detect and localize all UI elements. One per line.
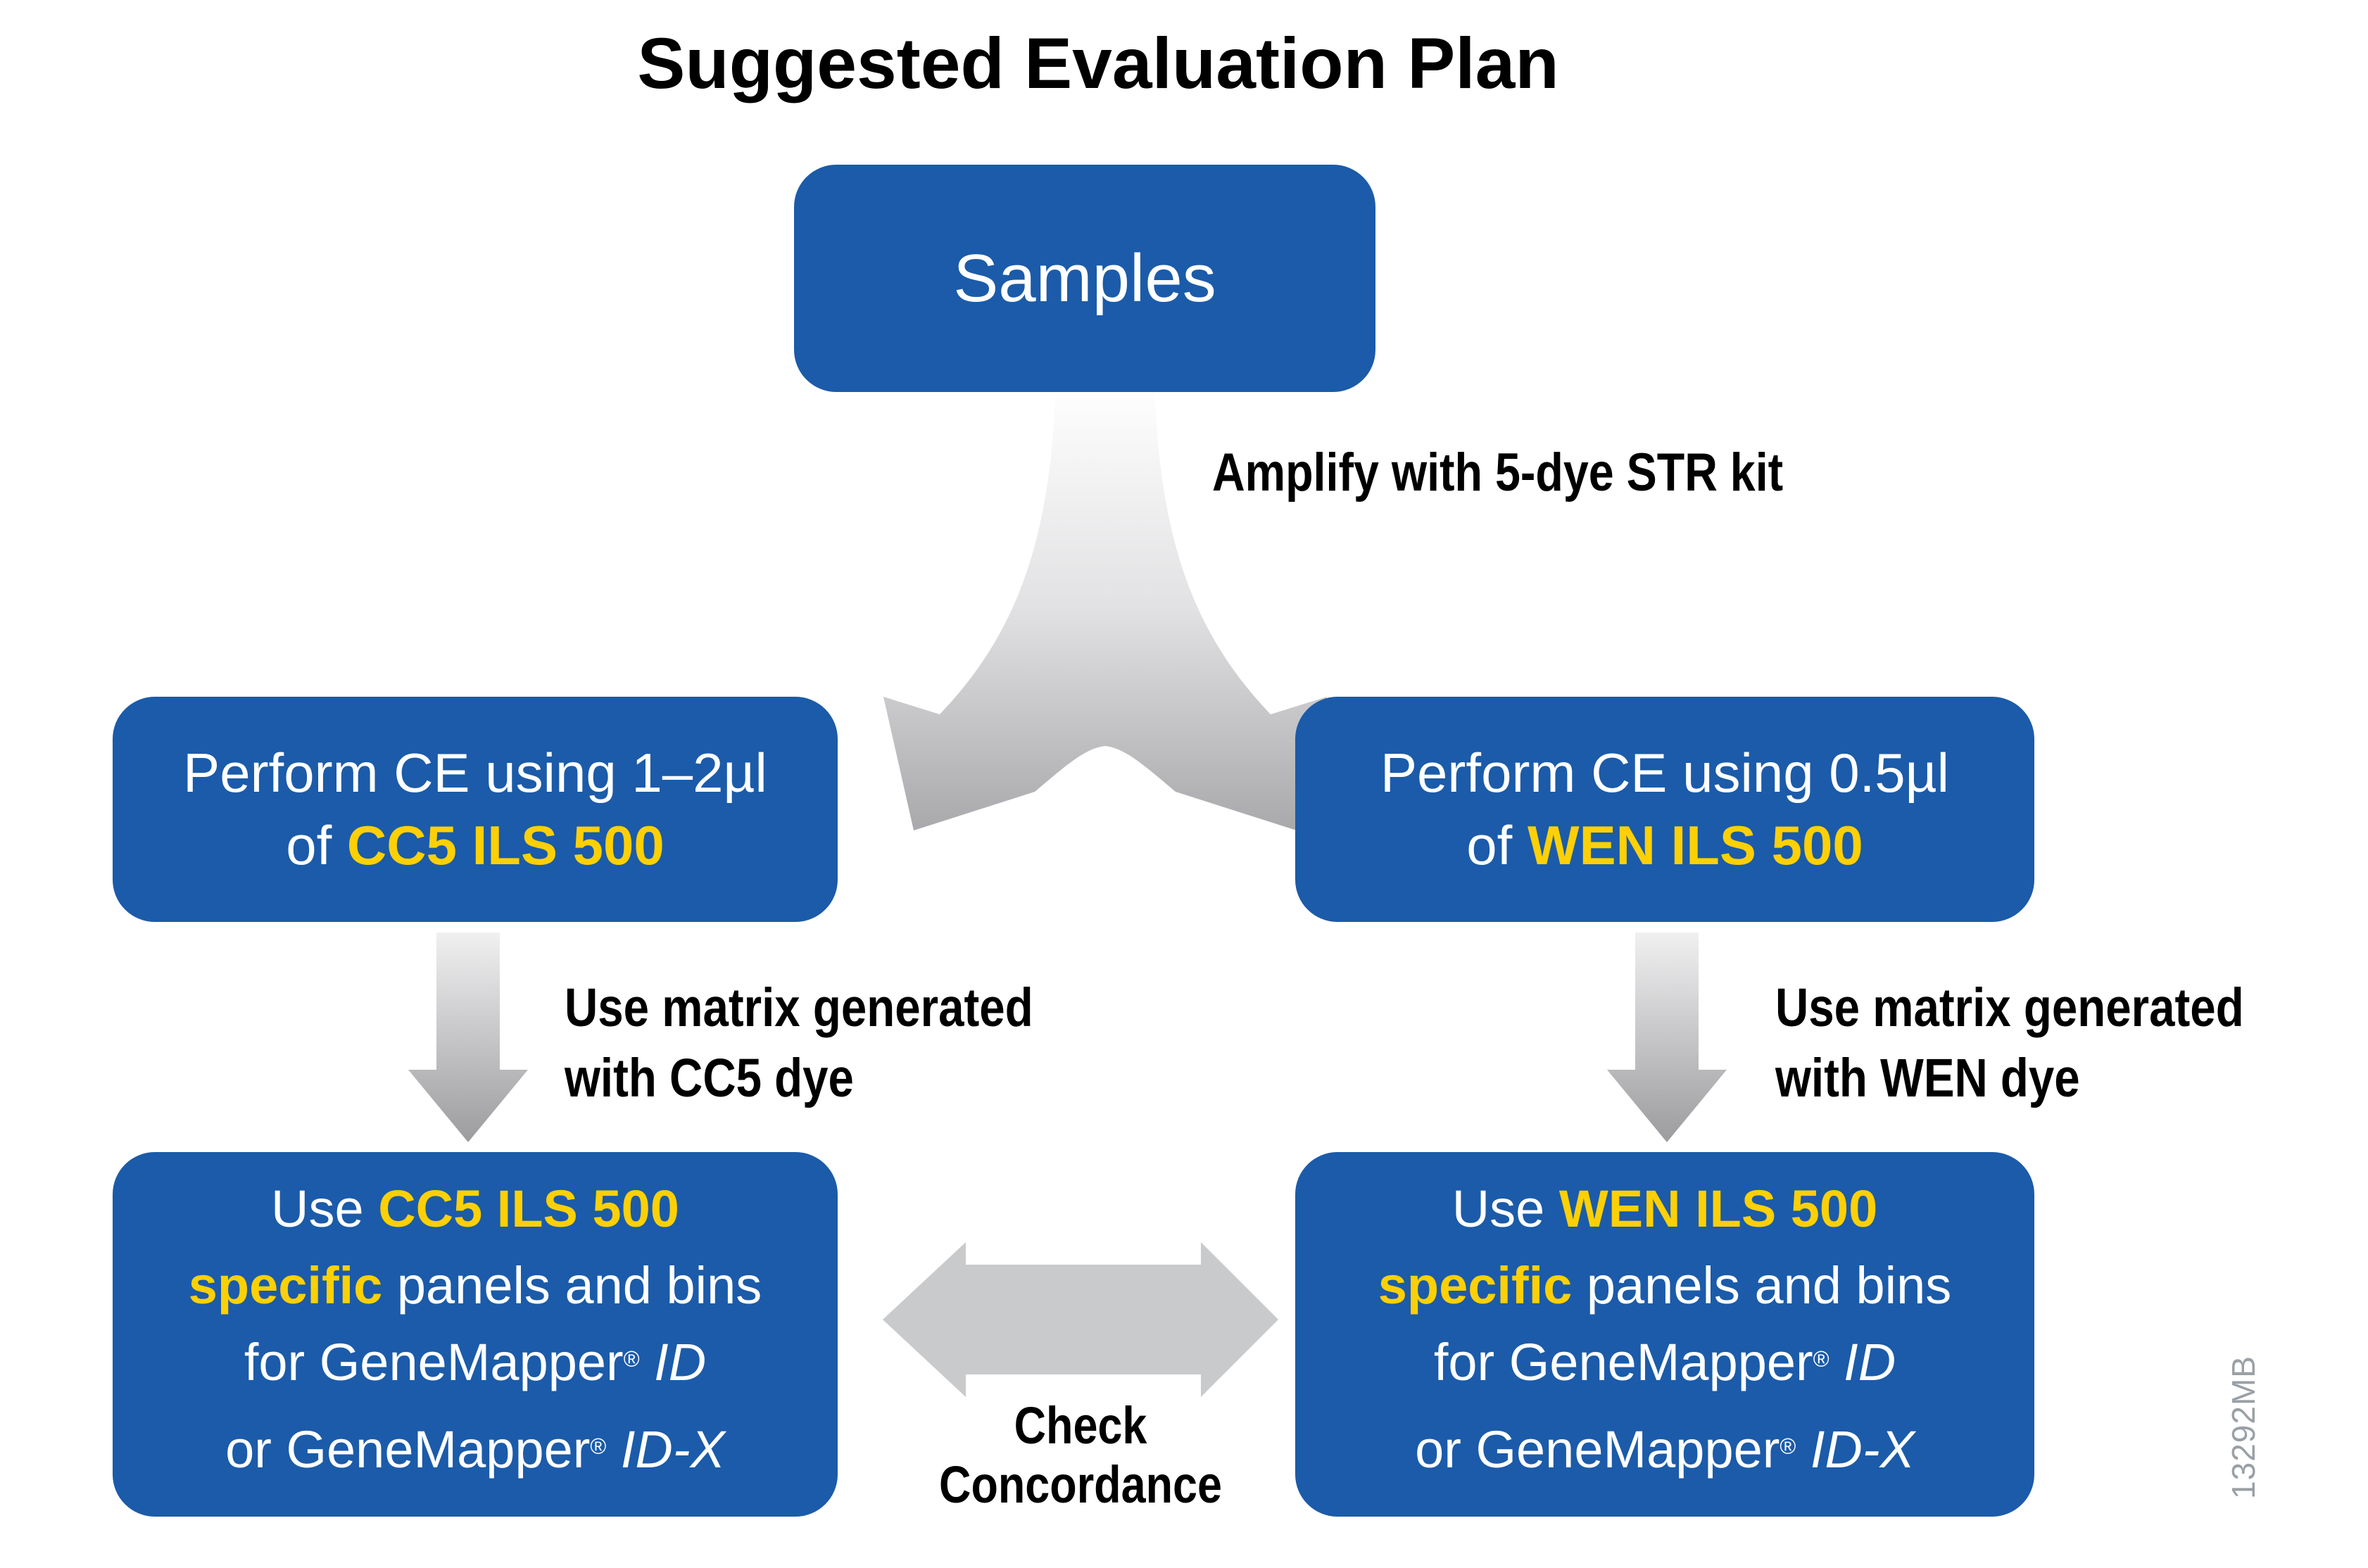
double-arrow-shape [883,1242,1278,1397]
down-arrow-right-icon [1607,932,1727,1142]
ce-cc5-box: Perform CE using 1–2µl of CC5 ILS 500 [113,697,838,922]
matrix-wen-line1: Use matrix generated [1775,978,2244,1038]
matrix-wen-label: Use matrix generated with WEN dye [1775,973,2244,1113]
panels-wen-id: ID [1829,1333,1896,1391]
panels-wen-for: for GeneMapper [1433,1333,1813,1391]
box-line: of WEN ILS 500 [1295,809,2034,882]
box-line: Use CC5 ILS 500 [113,1170,838,1247]
panels-wen-rest: panels and bins [1572,1256,1952,1315]
box-line: specific panels and bins [113,1247,838,1324]
box-line: or GeneMapper® ID-X [113,1411,838,1498]
box-line: Perform CE using 1–2µl [113,737,838,809]
panels-cc5-use: Use [271,1180,379,1238]
panels-wen-specific: specific [1378,1256,1573,1315]
box-line: Use WEN ILS 500 [1295,1170,2034,1247]
panels-cc5-rest: panels and bins [382,1256,762,1315]
panels-cc5-for: for GeneMapper [244,1333,624,1391]
ce-cc5-highlight: CC5 ILS 500 [346,814,665,876]
split-arrow-shape [883,380,1327,830]
split-arrow-icon [883,380,1327,830]
panels-cc5-name: CC5 ILS 500 [378,1180,679,1238]
matrix-cc5-line1: Use matrix generated [565,978,1033,1038]
matrix-cc5-line2: with CC5 dye [565,1048,854,1108]
amplify-label: Amplify with 5-dye STR kit [1212,443,1784,502]
panels-cc5-idx: ID-X [606,1420,725,1479]
double-arrow-icon [883,1242,1278,1397]
panels-cc5-or: or GeneMapper [225,1420,591,1479]
down-arrow-left-icon [408,932,528,1142]
diagram-title: Suggested Evaluation Plan [637,23,1559,103]
registered-mark: ® [1813,1346,1829,1372]
box-line: for GeneMapper® ID [113,1324,838,1411]
panels-cc5-id: ID [639,1333,707,1391]
down-arrow-right-shape [1607,932,1727,1142]
panels-wen-name: WEN ILS 500 [1558,1180,1878,1238]
panels-cc5-box: Use CC5 ILS 500 specific panels and bins… [113,1152,838,1517]
matrix-cc5-label: Use matrix generated with CC5 dye [565,973,1033,1113]
check-line1: Check [1014,1396,1147,1455]
ce-cc5-of: of [286,814,347,876]
box-line: specific panels and bins [1295,1247,2034,1324]
panels-wen-use: Use [1451,1180,1559,1238]
ce-wen-of: of [1466,814,1528,876]
figure-id: 13292MB [2225,1355,2262,1499]
down-arrow-left-shape [408,932,528,1142]
check-concordance-label: Check Concordance [901,1396,1260,1515]
ce-wen-box: Perform CE using 0.5µl of WEN ILS 500 [1295,697,2034,922]
box-line: Perform CE using 0.5µl [1295,737,2034,809]
matrix-wen-line2: with WEN dye [1775,1048,2080,1108]
panels-wen-idx: ID-X [1796,1420,1915,1479]
ce-wen-line1: Perform CE using 0.5µl [1380,742,1949,804]
panels-cc5-specific: specific [188,1256,383,1315]
samples-box: Samples [794,165,1375,392]
box-line: Samples [794,240,1375,317]
ce-cc5-line1: Perform CE using 1–2µl [183,742,767,804]
panels-wen-box: Use WEN ILS 500 specific panels and bins… [1295,1152,2034,1517]
check-line2: Concordance [939,1455,1222,1514]
samples-label: Samples [953,240,1216,316]
box-line: of CC5 ILS 500 [113,809,838,882]
box-line: or GeneMapper® ID-X [1295,1411,2034,1498]
box-line: for GeneMapper® ID [1295,1324,2034,1411]
registered-mark: ® [1780,1434,1796,1459]
panels-wen-or: or GeneMapper [1415,1420,1780,1479]
registered-mark: ® [590,1434,607,1459]
registered-mark: ® [623,1346,640,1372]
ce-wen-highlight: WEN ILS 500 [1527,814,1863,876]
